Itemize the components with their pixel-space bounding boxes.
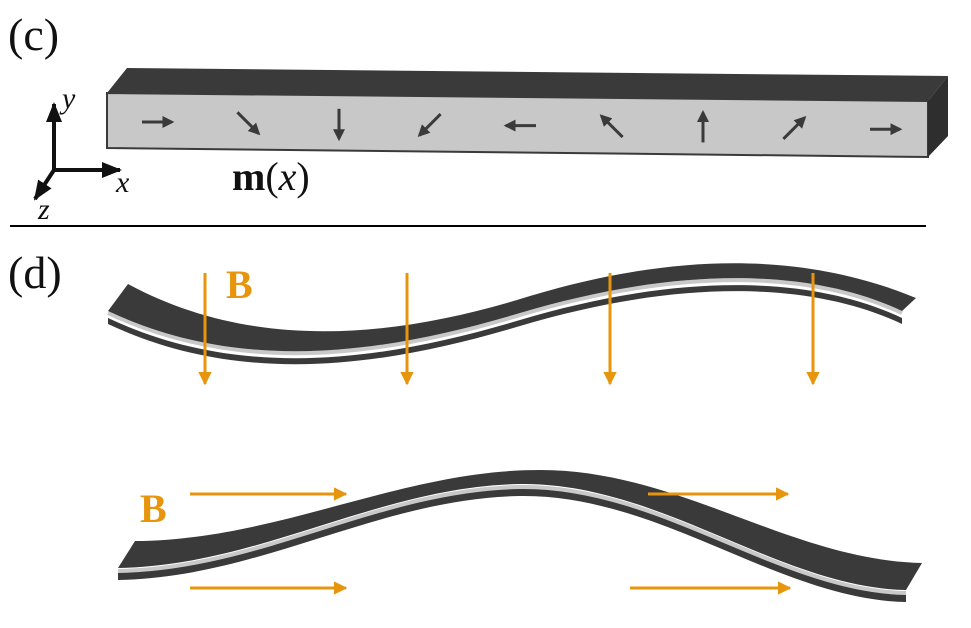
ribbon-bottom-underside bbox=[118, 487, 906, 602]
magnetization-arrow bbox=[417, 113, 442, 138]
y-axis-label: y bbox=[59, 82, 76, 115]
z-axis-label: z bbox=[37, 193, 50, 226]
magnetization-arrow bbox=[599, 114, 624, 139]
magnetization-label-open: ( bbox=[265, 154, 278, 199]
ribbon-top-surface bbox=[108, 263, 916, 352]
panel-d: (d) B B bbox=[8, 247, 922, 602]
magnetization-label-close: ) bbox=[296, 154, 309, 199]
ribbon-bottom-edge-light bbox=[117, 484, 907, 595]
field-label-bottom: B bbox=[140, 486, 167, 531]
magnetization-arrow bbox=[236, 111, 261, 136]
magnetization-label-m: m bbox=[232, 154, 265, 199]
panel-c: (c) y x z m(x) bbox=[8, 9, 948, 226]
panel-c-label: (c) bbox=[8, 9, 59, 60]
ribbon-top-underside bbox=[108, 285, 902, 365]
panel-d-label: (d) bbox=[8, 247, 62, 298]
ribbon-top-edge-light bbox=[107, 278, 903, 356]
magnetic-bar bbox=[106, 68, 948, 159]
bar-top-face bbox=[107, 68, 948, 101]
magnetization-arrow bbox=[782, 115, 807, 140]
field-arrows-horizontal bbox=[190, 487, 792, 595]
magnetization-label: m(x) bbox=[232, 154, 310, 199]
z-axis-arrow bbox=[33, 168, 56, 201]
bar-end-face bbox=[928, 76, 948, 157]
coordinate-axes: y x z bbox=[33, 82, 130, 226]
ribbon-bottom-surface bbox=[118, 470, 922, 590]
field-label-top: B bbox=[226, 262, 253, 307]
ribbon-top bbox=[107, 263, 916, 365]
field-arrows-vertical bbox=[198, 273, 820, 386]
x-axis-label: x bbox=[115, 166, 130, 199]
magnetization-label-x: x bbox=[278, 154, 297, 199]
ribbon-bottom bbox=[117, 470, 922, 602]
magnetization-arrows bbox=[142, 108, 903, 143]
